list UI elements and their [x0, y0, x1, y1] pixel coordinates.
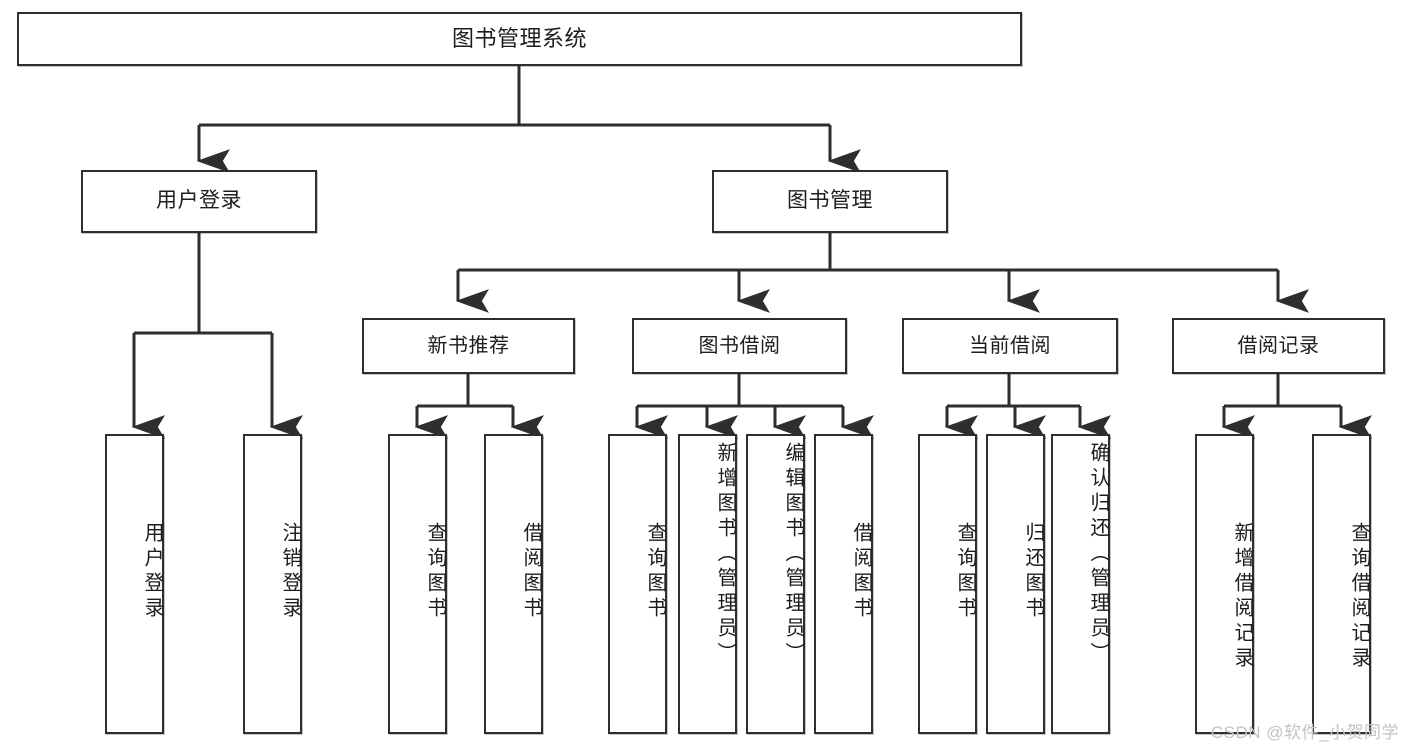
- node-label: 编辑图书（管理员）: [782, 442, 804, 667]
- node-label: 新书推荐: [427, 334, 510, 357]
- node-label: 图书借阅: [698, 334, 781, 357]
- leaf-borrow-book[interactable]: 借阅图书: [814, 434, 873, 734]
- node-book-management[interactable]: 图书管理: [712, 170, 948, 233]
- node-label: 借阅记录: [1237, 334, 1320, 357]
- leaf-add-borrow-record[interactable]: 新增借阅记录: [1195, 434, 1254, 734]
- watermark: CSDN @软件_小贺同学: [1210, 723, 1399, 742]
- leaf-user-login[interactable]: 用户登录: [105, 434, 164, 734]
- node-label: 新增图书（管理员）: [714, 442, 736, 667]
- node-label: 借阅图书: [520, 522, 542, 622]
- node-label: 图书管理系统: [451, 26, 587, 52]
- leaf-query-book-current[interactable]: 查询图书: [918, 434, 977, 734]
- node-user-login[interactable]: 用户登录: [81, 170, 317, 233]
- leaf-borrow-book-recommend[interactable]: 借阅图书: [484, 434, 543, 734]
- leaf-query-book-borrow[interactable]: 查询图书: [608, 434, 667, 734]
- leaf-query-borrow-record[interactable]: 查询借阅记录: [1312, 434, 1371, 734]
- node-label: 查询图书: [424, 522, 446, 622]
- leaf-edit-book-admin[interactable]: 编辑图书（管理员）: [746, 434, 805, 734]
- leaf-user-logout[interactable]: 注销登录: [243, 434, 302, 734]
- node-current-borrow[interactable]: 当前借阅: [902, 318, 1118, 374]
- leaf-query-book-recommend[interactable]: 查询图书: [388, 434, 447, 734]
- leaf-add-book-admin[interactable]: 新增图书（管理员）: [678, 434, 737, 734]
- node-label: 用户登录: [156, 189, 242, 213]
- node-label: 注销登录: [279, 522, 301, 622]
- node-label: 确认归还（管理员）: [1087, 442, 1109, 667]
- node-label: 当前借阅: [969, 334, 1051, 357]
- leaf-return-book[interactable]: 归还图书: [986, 434, 1045, 734]
- node-label: 借阅图书: [850, 522, 872, 622]
- node-new-book-recommend[interactable]: 新书推荐: [362, 318, 575, 374]
- node-label: 用户登录: [141, 522, 163, 622]
- node-label: 图书管理: [787, 189, 873, 213]
- node-label: 查询借阅记录: [1348, 522, 1370, 672]
- node-borrow-record[interactable]: 借阅记录: [1172, 318, 1385, 374]
- node-book-borrow[interactable]: 图书借阅: [632, 318, 847, 374]
- node-label: 查询图书: [644, 522, 666, 622]
- leaf-confirm-return-admin[interactable]: 确认归还（管理员）: [1051, 434, 1110, 734]
- node-label: 归还图书: [1022, 522, 1044, 622]
- node-root-book-management-system[interactable]: 图书管理系统: [17, 12, 1022, 66]
- node-label: 查询图书: [954, 522, 976, 622]
- node-label: 新增借阅记录: [1231, 522, 1253, 672]
